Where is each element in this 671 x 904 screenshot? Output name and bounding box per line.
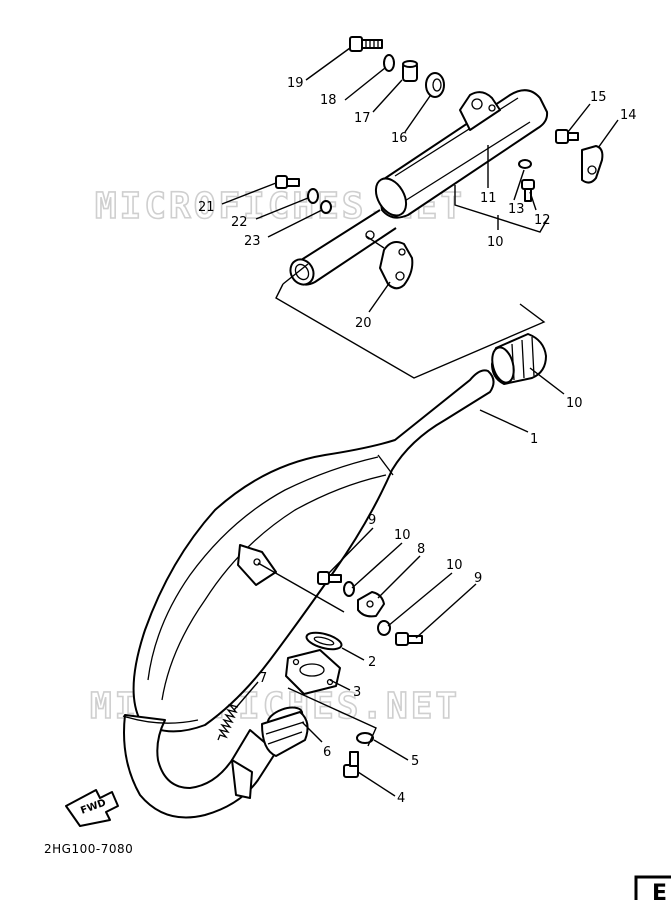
bolt-23: [275, 175, 300, 189]
callout-19: 17: [354, 111, 371, 126]
callout-5: 5: [411, 754, 419, 769]
washer-10-upper: [343, 581, 355, 597]
callout-8: 8: [417, 542, 425, 557]
callout-21: 19: [287, 76, 304, 91]
coupler-11: [491, 333, 547, 385]
fwd-arrow-icon: FWD: [65, 789, 119, 827]
clamp-22: [379, 241, 414, 290]
bolt-4: [343, 751, 359, 778]
callout-10-lower: 10: [446, 558, 463, 573]
callout-1: 1: [530, 432, 538, 447]
callout-13: 11: [480, 191, 497, 206]
callout-23: 21: [198, 200, 215, 215]
bolt-9-upper: [317, 571, 342, 585]
corner-tab: E: [634, 875, 671, 904]
callout-18: 16: [391, 131, 408, 146]
exhaust-pipe: [122, 369, 495, 819]
bolt-14: [521, 179, 535, 202]
washer-5: [356, 732, 374, 744]
washer-25: [320, 200, 332, 214]
washer-24: [307, 188, 319, 204]
bolt-9-lower: [395, 632, 423, 646]
grommet-18: [425, 72, 445, 98]
callout-22: 20: [355, 316, 372, 331]
callout-9-upper: 9: [368, 513, 376, 528]
bracket-8: [357, 591, 385, 618]
bolt-17: [555, 129, 579, 144]
callout-17: 15: [590, 90, 607, 105]
callout-15: 13: [508, 202, 525, 217]
callout-14: 12: [534, 213, 551, 228]
callout-16: 14: [620, 108, 637, 123]
callout-24: 22: [231, 215, 248, 230]
callout-12: 10: [487, 235, 504, 250]
leader-lines: [221, 47, 619, 797]
callout-10-upper: 10: [394, 528, 411, 543]
collar-19: [402, 60, 418, 82]
bracket-16: [581, 145, 604, 184]
callout-labels: 19 18 17 16 15 14 11 13 12 10 21 22 23 2…: [198, 76, 637, 806]
corner-tab-label: E: [652, 881, 667, 900]
callout-11: 10: [566, 396, 583, 411]
callout-4: 4: [397, 791, 405, 806]
bolt-21: [349, 36, 383, 52]
callout-9-lower: 9: [474, 571, 482, 586]
callout-3: 3: [353, 685, 361, 700]
washer-15: [518, 159, 532, 169]
flange-3: [285, 649, 341, 695]
part-code: 2HG100-7080: [44, 842, 133, 856]
washer-20: [383, 54, 395, 72]
silencer-assembly: [289, 89, 549, 286]
callout-25: 23: [244, 234, 261, 249]
gasket-6: [261, 706, 309, 757]
callout-7: 7: [259, 671, 267, 686]
callout-6: 6: [323, 745, 331, 760]
callout-2: 2: [368, 655, 376, 670]
callout-20: 18: [320, 93, 337, 108]
gasket-2: [305, 631, 343, 651]
spring-7: [217, 703, 239, 741]
washer-10-lower: [377, 620, 391, 636]
